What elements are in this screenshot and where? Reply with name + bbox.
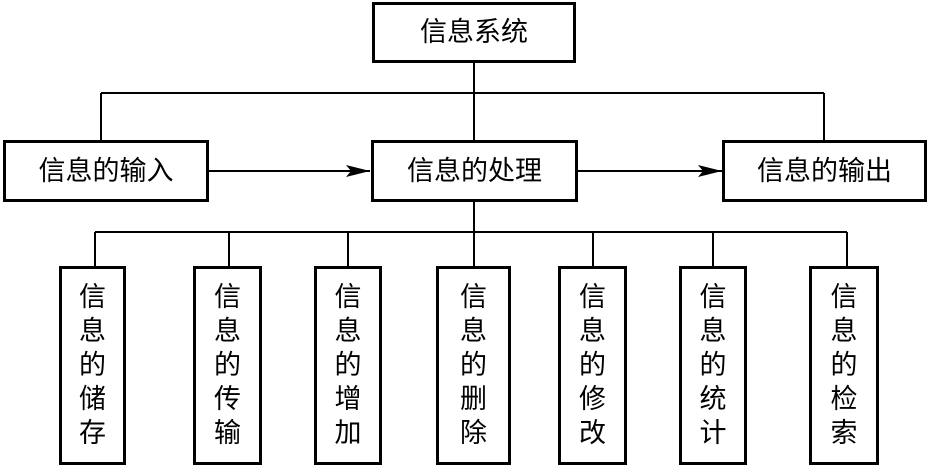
label-character: 的 — [699, 349, 727, 381]
operation-box-delete: 信息的删除 — [436, 266, 511, 465]
label-character: 检 — [830, 383, 858, 415]
label-character: 信 — [334, 281, 362, 313]
label-character: 修 — [579, 383, 606, 415]
operation-box-add: 信息的增加 — [314, 266, 382, 465]
operation-label-statistics: 信息的统计 — [700, 281, 727, 451]
label-character: 息 — [699, 315, 727, 347]
label-character: 信 — [830, 281, 858, 313]
operation-box-retrieve: 信息的检索 — [809, 266, 879, 465]
label-character: 信 — [460, 281, 487, 313]
label-character: 信 — [79, 281, 106, 313]
label-character: 的 — [79, 349, 106, 381]
output-box: 信息的输出 — [722, 140, 927, 202]
label-character: 存 — [79, 417, 106, 449]
operation-box-modify: 信息的修改 — [558, 266, 627, 465]
label-character: 索 — [830, 417, 858, 449]
output-label: 信息的输出 — [757, 155, 892, 187]
label-character: 统 — [699, 383, 727, 415]
label-character: 息 — [214, 315, 241, 347]
operation-label-delete: 信息的删除 — [460, 281, 487, 451]
process-box: 信息的处理 — [371, 140, 578, 202]
input-label: 信息的输入 — [38, 155, 174, 187]
process-label: 信息的处理 — [407, 155, 542, 187]
label-character: 息 — [579, 315, 606, 347]
label-character: 信 — [699, 281, 727, 313]
operation-box-statistics: 信息的统计 — [679, 266, 747, 465]
root-box: 信息系统 — [372, 2, 576, 63]
label-character: 的 — [214, 349, 241, 381]
root-label: 信息系统 — [420, 17, 528, 48]
label-character: 计 — [699, 417, 727, 449]
label-character: 储 — [79, 383, 106, 415]
label-character: 信 — [579, 281, 606, 313]
label-character: 输 — [214, 417, 241, 449]
input-box: 信息的输入 — [3, 140, 209, 202]
operation-label-retrieve: 信息的检索 — [831, 281, 858, 451]
label-character: 删 — [460, 383, 487, 415]
label-character: 传 — [214, 383, 241, 415]
label-character: 信 — [214, 281, 241, 313]
label-character: 加 — [334, 417, 362, 449]
label-character: 息 — [79, 315, 106, 347]
label-character: 息 — [334, 315, 362, 347]
label-character: 息 — [830, 315, 858, 347]
operation-label-storage: 信息的储存 — [79, 281, 106, 451]
operation-label-add: 信息的增加 — [335, 281, 362, 451]
label-character: 的 — [830, 349, 858, 381]
operation-label-modify: 信息的修改 — [579, 281, 606, 451]
label-character: 的 — [579, 349, 606, 381]
operation-label-transmit: 信息的传输 — [214, 281, 241, 451]
label-character: 的 — [334, 349, 362, 381]
operation-box-storage: 信息的储存 — [59, 266, 126, 465]
label-character: 增 — [334, 383, 362, 415]
label-character: 息 — [460, 315, 487, 347]
label-character: 改 — [579, 417, 606, 449]
label-character: 的 — [460, 349, 487, 381]
operation-box-transmit: 信息的传输 — [193, 266, 262, 465]
label-character: 除 — [460, 417, 487, 449]
